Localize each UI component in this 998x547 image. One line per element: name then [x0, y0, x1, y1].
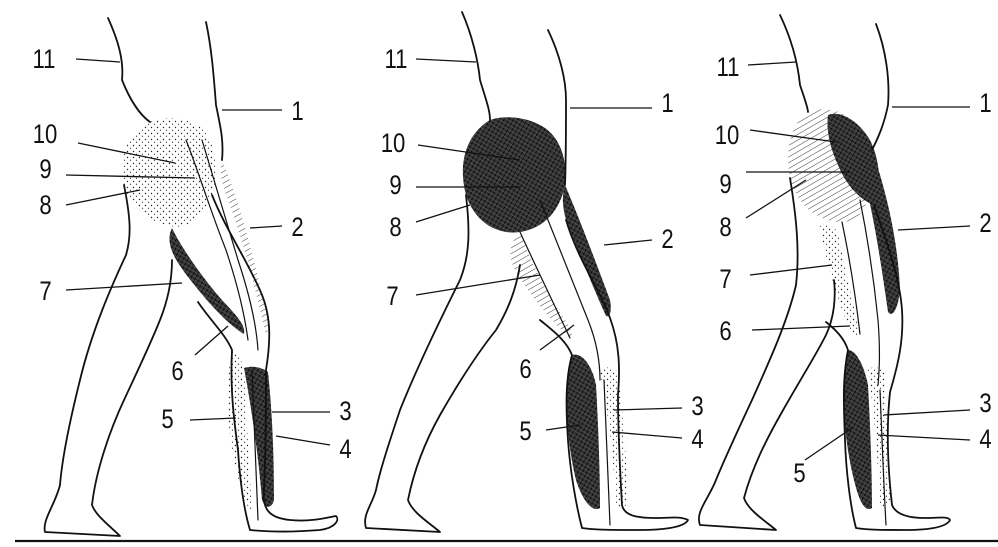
label-4: 4: [339, 435, 351, 465]
label-9: 9: [389, 171, 401, 201]
label-7: 7: [386, 282, 398, 312]
label-11: 11: [717, 53, 740, 83]
label-8: 8: [39, 191, 51, 221]
label-6: 6: [519, 355, 531, 385]
calf-region: [567, 355, 600, 509]
label-1: 1: [661, 89, 673, 119]
label-6: 6: [171, 357, 183, 387]
figure-phase-1: 11 10 9 8 7 6 5 1 2 3 4: [33, 18, 352, 536]
label-9: 9: [719, 170, 731, 200]
figure-phase-3: 11 10 9 8 7 6 5 1 2 3 4: [699, 15, 992, 530]
label-4: 4: [979, 425, 991, 455]
label-8: 8: [719, 213, 731, 243]
figure-phase-2: 11 10 9 8 7 6 5 1 2 3 4: [365, 12, 704, 532]
label-6: 6: [719, 317, 731, 347]
label-9: 9: [39, 155, 51, 185]
label-3: 3: [339, 397, 351, 427]
label-4: 4: [691, 425, 703, 455]
label-1: 1: [291, 97, 303, 127]
label-5: 5: [793, 459, 805, 489]
label-7: 7: [39, 277, 51, 307]
label-10: 10: [33, 120, 58, 150]
label-3: 3: [691, 392, 703, 422]
label-10: 10: [381, 129, 406, 159]
hamstring-region: [820, 224, 860, 338]
label-11: 11: [385, 45, 408, 75]
label-11: 11: [33, 45, 56, 75]
label-1: 1: [979, 89, 991, 119]
label-7: 7: [719, 265, 731, 295]
label-10: 10: [715, 121, 740, 151]
gluteus-region: [463, 117, 566, 232]
label-8: 8: [389, 213, 401, 243]
gluteus-region: [122, 118, 216, 226]
quadriceps-region: [563, 185, 611, 316]
label-2: 2: [979, 209, 991, 239]
label-3: 3: [979, 389, 991, 419]
label-2: 2: [291, 213, 303, 243]
label-2: 2: [661, 225, 673, 255]
label-5: 5: [519, 417, 531, 447]
label-5: 5: [161, 405, 173, 435]
